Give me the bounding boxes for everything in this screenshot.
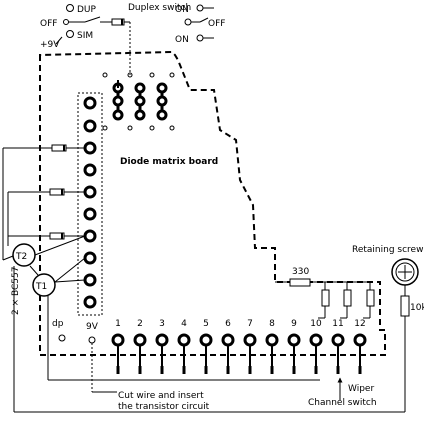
transistor-t1: T1 [29, 257, 320, 381]
channel-switch-label: Channel switch [308, 398, 377, 408]
channel-number: 9 [291, 319, 297, 329]
channel-number: 6 [225, 319, 231, 329]
channel-contact [199, 333, 213, 347]
channel-contact-tip [314, 366, 318, 374]
channel-number: 11 [332, 319, 343, 329]
channel-number: 2 [137, 319, 143, 329]
channel-number: 10 [310, 319, 322, 329]
sim-terminal [66, 30, 74, 38]
channel-number: 8 [269, 319, 275, 329]
channel-contact-tip [160, 366, 164, 374]
on-mid-terminal [196, 34, 204, 42]
channel-contact-tip [336, 366, 340, 374]
switch-common-terminal [184, 18, 192, 26]
channel-contact [177, 333, 191, 347]
duplex-switch-label: Duplex switch [128, 3, 191, 13]
pin-header [83, 96, 97, 309]
dup-terminal [66, 4, 74, 12]
retaining-screw [391, 258, 419, 286]
channel-number: 4 [181, 319, 187, 329]
channel-number: 3 [159, 319, 165, 329]
channel-contact [265, 333, 279, 347]
r10k-label: 10k [410, 303, 424, 313]
board-outline [39, 50, 386, 356]
wiper-label: Wiper [348, 384, 374, 394]
channel-contact [155, 333, 169, 347]
r330-label: 330 [292, 267, 309, 277]
switch-lever [84, 16, 101, 23]
resistor-10k [400, 285, 410, 412]
duplex-switch-area: DUP Duplex switch OFF ON ON OFF SIM +9V [40, 3, 225, 75]
channel-contact [353, 333, 367, 347]
channel-number: 7 [247, 319, 253, 329]
bc557-label: 2 × BC557 [11, 267, 21, 315]
t1-label: T1 [35, 282, 47, 292]
channel-contact-tip [226, 366, 230, 374]
t2-label: T2 [15, 252, 27, 262]
channel-number: 12 [354, 319, 365, 329]
nine-v-terminal [88, 336, 96, 344]
on-top-label: ON [175, 5, 189, 15]
channel-contact [287, 333, 301, 347]
channel-number: 1 [115, 319, 121, 329]
off-left-terminal [63, 19, 69, 25]
switch-lever [199, 17, 209, 23]
sim-label: SIM [77, 31, 93, 41]
transistor-t2: T2 [2, 235, 86, 267]
channel-number: 5 [203, 319, 209, 329]
channel-contact [221, 333, 235, 347]
off-right-label: OFF [208, 19, 225, 29]
retaining-screw-label: Retaining screw [352, 245, 423, 255]
cut-wire-label-2: the transistor circuit [118, 402, 210, 412]
channel-contact-tip [248, 366, 252, 374]
on-top-terminal [196, 4, 204, 12]
nine-v-label: 9V [86, 322, 99, 332]
channel-contact [331, 333, 345, 347]
dup-label: DUP [77, 5, 97, 15]
dp-terminal [58, 334, 66, 342]
channel-contact-tip [182, 366, 186, 374]
channel-contact-tip [270, 366, 274, 374]
plus9v-label: +9V [40, 40, 60, 50]
channel-contact [243, 333, 257, 347]
pin-header-box [77, 92, 103, 316]
cut-wire-label-1: Cut wire and insert [118, 391, 204, 401]
diode-matrix-pins [102, 72, 175, 131]
sim-wire [55, 36, 63, 45]
channel-contact-tip [138, 366, 142, 374]
channel-contact-tip [116, 366, 120, 374]
diode-matrix-board-label: Diode matrix board [120, 157, 218, 167]
left-diodes [2, 144, 85, 260]
channel-contact-tip [292, 366, 296, 374]
on-mid-label: ON [175, 35, 189, 45]
channel-contact [309, 333, 323, 347]
dp-label: dp [52, 319, 64, 329]
channel-contact [133, 333, 147, 347]
channel-contact-tip [204, 366, 208, 374]
resistor-network [275, 278, 375, 319]
channel-contact-tip [358, 366, 362, 374]
channel-contact [111, 333, 125, 347]
off-left-label: OFF [40, 19, 57, 29]
